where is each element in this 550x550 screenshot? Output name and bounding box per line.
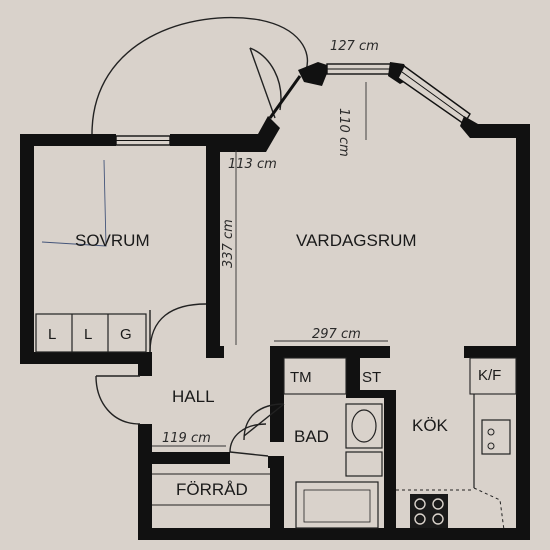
wall-st-bottom	[346, 390, 394, 398]
fixture-label-l1: L	[48, 326, 56, 343]
dim-kitchen-width: 297 cm	[312, 327, 361, 342]
bedroom-scribble	[41, 159, 107, 247]
bath-door-leaf	[243, 403, 285, 437]
room-label-kok: KÖK	[412, 416, 449, 435]
wall-right-top	[460, 116, 530, 138]
kf-box	[469, 357, 517, 395]
bay-right-window-line	[401, 71, 468, 120]
stove-burner-2	[432, 498, 444, 510]
fixture-label-tm: TM	[290, 369, 312, 386]
dim-wall-height: 337 cm	[221, 219, 236, 268]
wall-forrad-right	[268, 456, 284, 468]
room-label-sovrum: SOVRUM	[75, 231, 150, 250]
wall-stub-hall	[206, 346, 224, 358]
bathtub	[295, 481, 379, 529]
room-label-vardagsrum: VARDAGSRUM	[296, 231, 417, 250]
closet-box	[35, 313, 147, 353]
wall-kitchen-top-right	[464, 346, 530, 358]
wall-kitchen-top	[270, 346, 390, 358]
stove-burner-4	[432, 513, 444, 525]
kitchen-sink	[481, 419, 511, 455]
wall-tm-left	[270, 346, 284, 442]
wall-bedroom-bottom	[20, 352, 150, 364]
fixture-label-g: G	[120, 326, 132, 343]
wall-bath-left	[270, 460, 284, 536]
wall-bottom	[140, 528, 530, 540]
wall-right	[516, 124, 530, 540]
bath-sink	[345, 403, 383, 449]
kitchen-sink-drain-2	[487, 442, 495, 450]
kitchen-sink-drain-1	[487, 428, 495, 436]
room-label-bad: BAD	[294, 427, 329, 446]
room-label-hall: HALL	[172, 387, 215, 406]
wall-tm-st	[346, 346, 360, 394]
stove	[410, 494, 448, 528]
dim-top-window: 127 cm	[330, 39, 379, 54]
wall-bath-right	[384, 390, 396, 532]
bath-door-arc	[243, 403, 285, 441]
forrad-door-arc	[229, 423, 267, 453]
room-label-forrad: FÖRRÅD	[176, 480, 248, 499]
wall-angle-left	[206, 116, 280, 152]
toilet	[345, 451, 383, 477]
balcony-door-arc	[91, 16, 309, 135]
bathtub-inner	[303, 489, 371, 523]
bay-left-edge	[268, 75, 302, 119]
fixture-label-l2: L	[84, 326, 92, 343]
wall-bay-left-post	[298, 62, 330, 86]
tm-box	[283, 357, 347, 395]
bath-sink-bowl	[351, 409, 377, 443]
dim-hall-width: 119 cm	[162, 431, 211, 446]
stove-burner-1	[414, 498, 426, 510]
fixture-label-st: ST	[362, 369, 381, 386]
stove-burner-3	[414, 513, 426, 525]
kitchen-dashed-counter	[473, 487, 505, 531]
forrad-door-leaf	[229, 451, 269, 457]
wall-bedroom-living	[206, 140, 220, 356]
wall-hall-left	[138, 352, 152, 376]
wall-bedroom-left	[20, 134, 34, 364]
wall-hall-left-lower	[138, 424, 152, 540]
dim-corner: 113 cm	[228, 157, 277, 172]
dim-bay-depth: 110 cm	[336, 108, 351, 157]
wall-bedroom-top	[20, 134, 116, 146]
balcony-door-leaf	[249, 47, 276, 119]
entrance-door-arc	[95, 375, 141, 425]
fixture-label-kf: K/F	[478, 367, 501, 384]
wall-hall-forrad	[150, 452, 230, 464]
